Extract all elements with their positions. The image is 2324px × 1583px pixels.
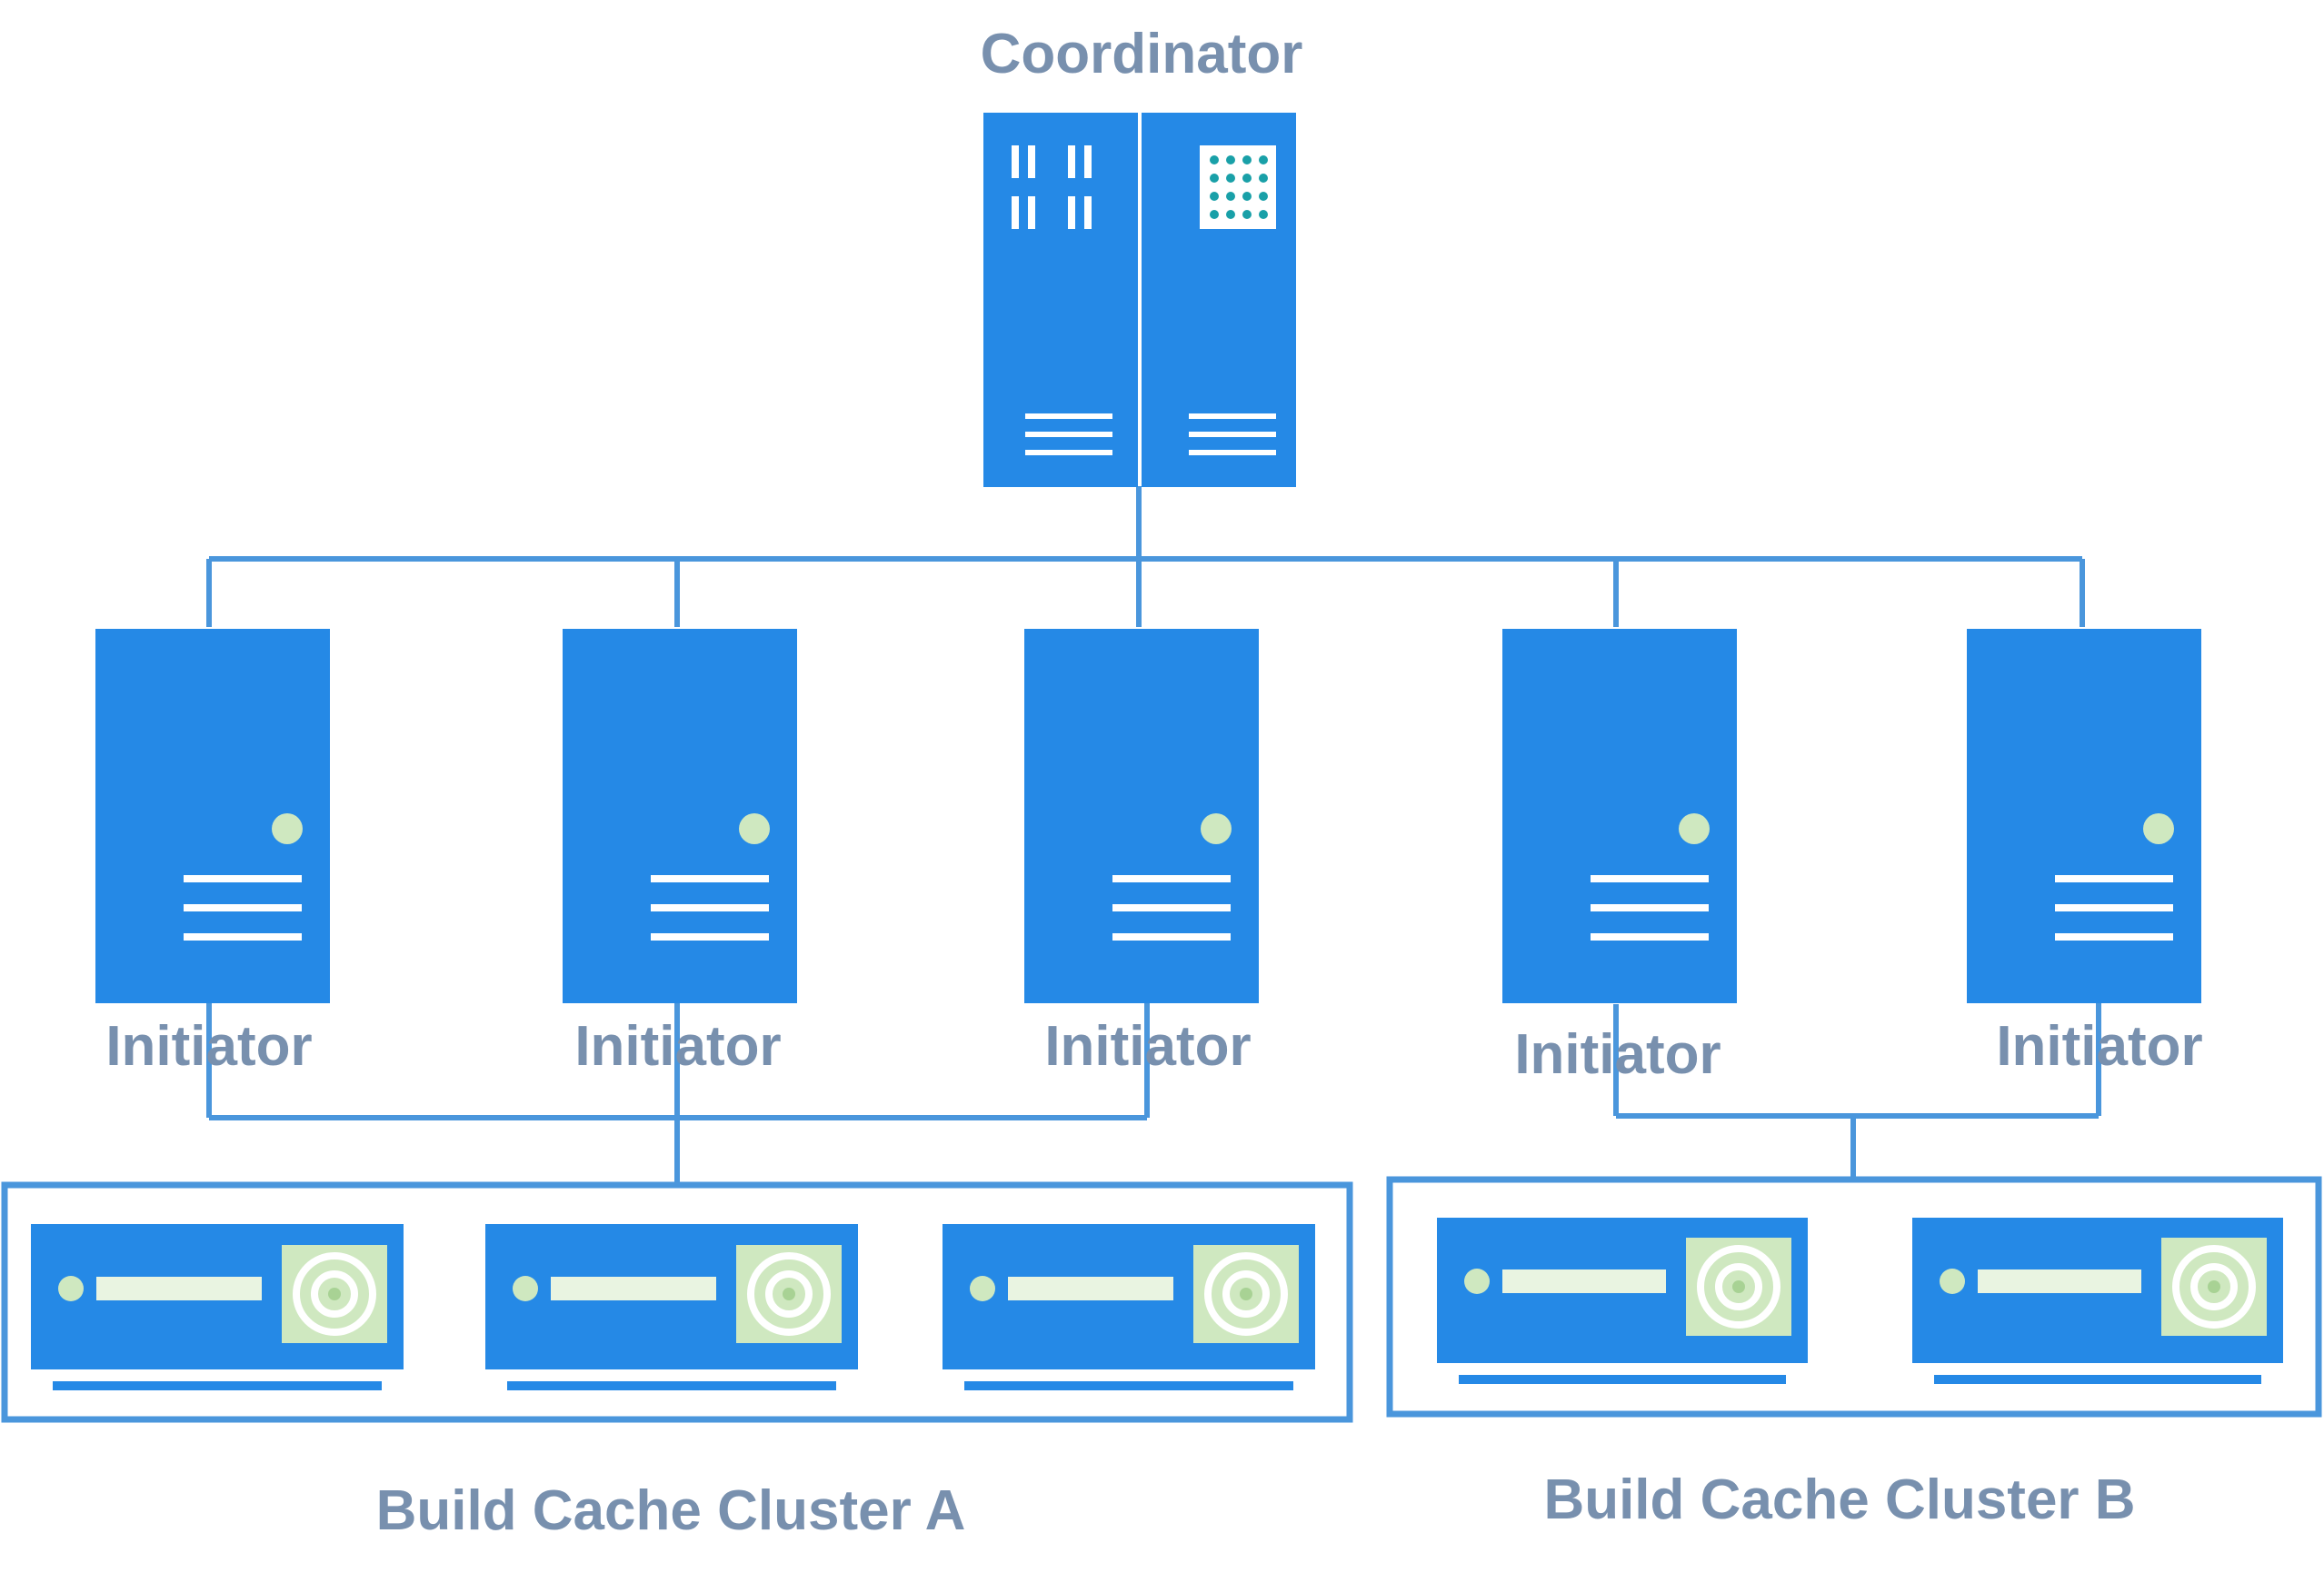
- connectors: [206, 486, 2101, 1184]
- initiator-node: Initiator: [1502, 629, 1737, 1086]
- storage-drive-icon: [485, 1224, 858, 1390]
- tower-server-icon: [95, 629, 330, 1003]
- storage-drive-icon: [1912, 1218, 2283, 1384]
- initiator-node: Initiator: [95, 629, 330, 1078]
- cluster-a: Build Cache Cluster A: [1, 1181, 1353, 1542]
- initiator-label: Initiator: [1044, 1015, 1251, 1078]
- initiator-label: Initiator: [105, 1015, 312, 1078]
- coordinator-node: Coordinator: [981, 23, 1303, 487]
- initiator-node: Initiator: [1024, 629, 1259, 1078]
- tower-server-icon: [1967, 629, 2201, 1003]
- initiator-node: Initiator: [1967, 629, 2203, 1078]
- cluster-b-label: Build Cache Cluster B: [1543, 1469, 2135, 1531]
- tower-server-icon: [1502, 629, 1737, 1003]
- initiator-label: Initiator: [1996, 1015, 2202, 1078]
- cluster-b-frame: [1386, 1176, 2322, 1418]
- cluster-b: Build Cache Cluster B: [1386, 1176, 2322, 1531]
- storage-drive-icon: [1437, 1218, 1808, 1384]
- tower-server-icon: [1024, 629, 1259, 1003]
- initiator-label: Initiator: [1514, 1023, 1721, 1086]
- tower-server-icon: [563, 629, 797, 1003]
- cluster-a-label: Build Cache Cluster A: [376, 1479, 966, 1542]
- initiator-node: Initiator: [563, 629, 797, 1078]
- rack-server-icon: [983, 113, 1296, 487]
- initiator-label: Initiator: [574, 1015, 781, 1078]
- storage-drive-icon: [943, 1224, 1315, 1390]
- coordinator-label: Coordinator: [981, 23, 1303, 85]
- storage-drive-icon: [31, 1224, 404, 1390]
- cluster-a-frame: [1, 1181, 1353, 1423]
